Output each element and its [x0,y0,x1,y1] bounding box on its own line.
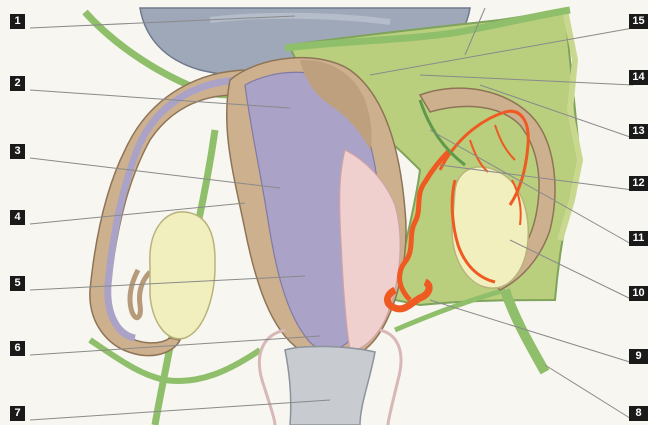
round-ligament-right [505,290,545,372]
fimbria-left [130,270,150,318]
label-1: 1 [10,14,25,29]
leader-8 [545,365,633,420]
vaginal-outline-right [380,330,401,425]
leader-4 [30,203,245,224]
label-7: 7 [10,406,25,421]
label-10: 10 [629,286,648,301]
label-3: 3 [10,144,25,159]
vagina [285,346,375,425]
label-15: 15 [629,14,648,29]
label-13: 13 [629,124,648,139]
ovary-left [150,212,215,339]
label-5: 5 [10,276,25,291]
label-12: 12 [629,176,648,191]
label-6: 6 [10,341,25,356]
vaginal-outline-left [259,330,285,425]
label-14: 14 [629,70,648,85]
leader-7 [30,400,330,420]
label-8: 8 [629,406,648,421]
label-9: 9 [629,349,648,364]
label-2: 2 [10,76,25,91]
label-4: 4 [10,210,25,225]
label-11: 11 [629,231,648,246]
